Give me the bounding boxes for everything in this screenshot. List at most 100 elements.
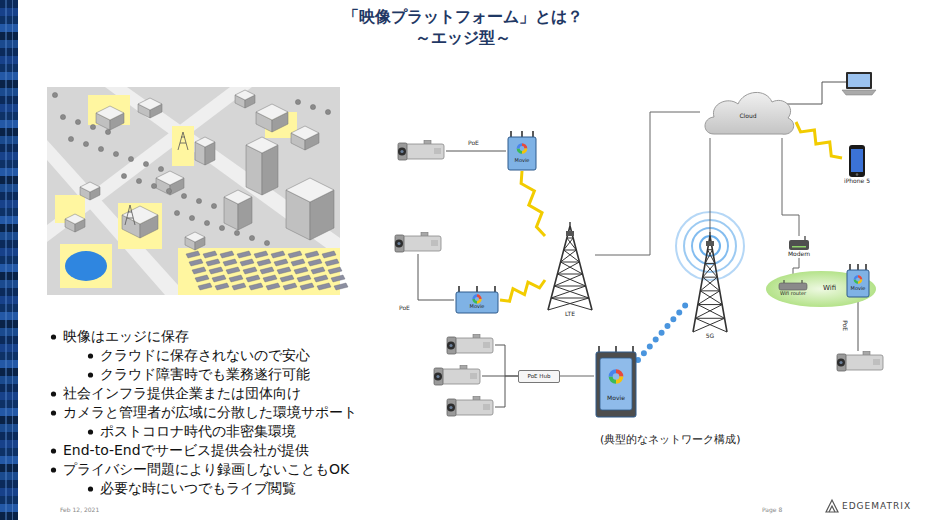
city-buildings <box>143 161 148 166</box>
side-stripe <box>0 504 18 512</box>
city-buildings <box>294 267 308 274</box>
side-stripe <box>0 424 18 432</box>
city-buildings <box>136 178 141 183</box>
5g-tower-icon <box>698 305 725 319</box>
city-buildings <box>256 104 288 132</box>
camera-wire <box>482 376 518 377</box>
5g-tower-icon <box>705 250 712 264</box>
side-stripe <box>0 288 18 296</box>
city-illustration <box>178 248 340 295</box>
footer-date: Feb 12, 2021 <box>60 506 99 513</box>
city-buildings <box>325 259 339 266</box>
side-stripe <box>0 312 18 320</box>
city-buildings <box>195 275 209 282</box>
side-stripe <box>5 0 7 520</box>
bullet-text: 映像はエッジに保存 <box>63 328 189 345</box>
city-buildings <box>271 251 285 258</box>
bullet-text: クラウド障害時でも業務遂行可能 <box>100 366 310 383</box>
camera <box>398 140 444 160</box>
edge-device-icon <box>845 264 871 298</box>
lte-tower-icon <box>551 298 592 310</box>
city-buildings <box>235 90 255 100</box>
lte-tower-icon <box>554 286 589 298</box>
network-line <box>595 112 700 255</box>
side-stripe <box>0 232 18 240</box>
5g-tower-icon <box>690 232 730 332</box>
camera-wire <box>495 345 518 376</box>
city-buildings <box>203 251 217 258</box>
wire-label: PoE <box>468 139 479 146</box>
city-buildings <box>156 171 184 185</box>
node-label: Modem <box>786 251 812 258</box>
city-buildings <box>195 137 215 165</box>
edge-device-icon <box>517 143 522 148</box>
city-buildings <box>254 251 268 258</box>
5g-tower-icon <box>695 305 722 319</box>
bullet-text: プライバシー問題により録画しないこともOK <box>63 461 349 478</box>
lte-tower-icon <box>554 286 585 287</box>
edge-device-icon <box>456 292 498 313</box>
bullet-dot <box>51 391 56 396</box>
city-buildings <box>224 190 252 230</box>
wifi-router-icon <box>779 283 807 290</box>
city-buildings <box>300 283 314 290</box>
5g-tower: 5G <box>690 232 730 340</box>
city-buildings <box>196 198 201 203</box>
side-stripe <box>0 176 18 184</box>
edge-device-icon <box>506 131 538 171</box>
edge-device-icon <box>454 286 500 314</box>
side-stripe <box>0 336 18 344</box>
5g-link <box>638 300 690 360</box>
city-buildings <box>189 215 194 220</box>
city-buildings <box>220 251 234 258</box>
smartphone-icon <box>856 173 859 176</box>
modem-icon <box>792 246 806 248</box>
camera-wire <box>782 82 846 104</box>
side-stripe <box>0 24 18 32</box>
city-buildings <box>96 106 124 130</box>
edge-device-icon <box>596 352 636 417</box>
city-buildings <box>212 275 226 282</box>
edge-device-icon <box>609 377 616 384</box>
smartphone: iPhone 5 <box>842 145 872 185</box>
bullet-dot <box>88 486 93 491</box>
city-buildings <box>260 267 274 274</box>
wireless-link <box>500 280 545 301</box>
camera <box>434 365 480 385</box>
city-buildings <box>328 267 342 274</box>
side-stripe <box>0 376 18 384</box>
side-stripe <box>0 0 18 520</box>
side-stripe <box>0 160 18 168</box>
camera <box>395 232 441 252</box>
side-stripe <box>0 440 18 448</box>
city-buildings <box>138 98 162 118</box>
camera-wire <box>858 300 859 351</box>
city-buildings <box>246 137 278 195</box>
lte-tower-icon <box>561 262 583 274</box>
city-buildings <box>263 275 277 282</box>
side-stripe <box>0 456 18 464</box>
5g-tower-icon <box>698 291 720 305</box>
edge-device-icon <box>847 270 869 297</box>
edge-device-icon <box>858 280 862 284</box>
city-buildings <box>237 251 251 258</box>
edge-device-icon <box>616 369 623 376</box>
city-illustration <box>60 244 112 288</box>
wire-label: PoE <box>842 320 849 331</box>
side-stripe <box>0 496 18 504</box>
wifi-router-icon <box>779 280 807 290</box>
laptop <box>848 74 870 87</box>
side-stripe <box>0 296 18 304</box>
5g-tower-icon <box>703 277 720 291</box>
side-stripe <box>0 400 18 408</box>
lte-tower-icon <box>545 222 595 310</box>
bullet-dot <box>88 353 93 358</box>
laptop <box>842 72 876 95</box>
city-buildings <box>174 210 179 215</box>
side-stripe <box>0 368 18 376</box>
city-buildings <box>75 119 80 124</box>
city-buildings <box>105 129 110 134</box>
city-buildings <box>297 275 311 282</box>
city-buildings <box>308 259 322 266</box>
lte-tower-icon <box>557 274 585 286</box>
